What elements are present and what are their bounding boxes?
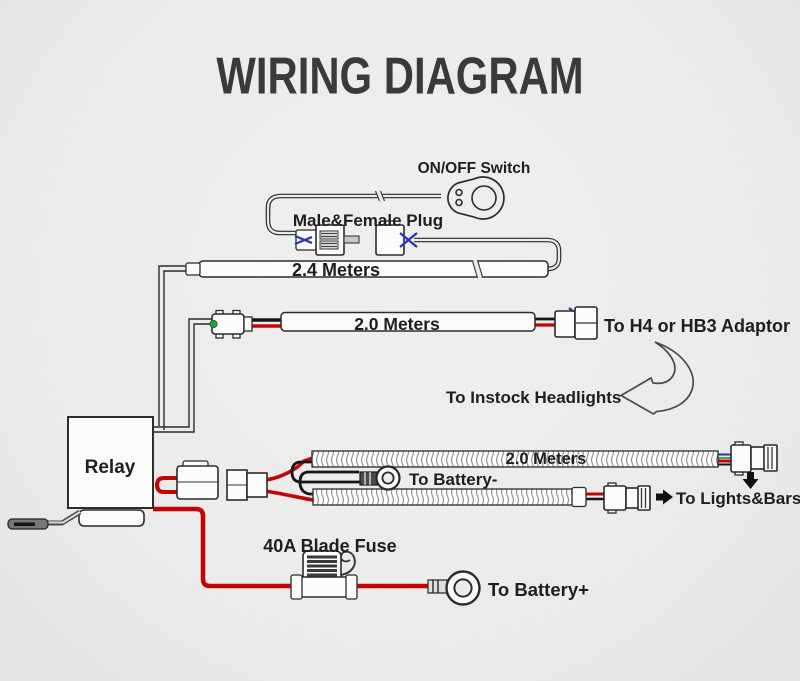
adaptor-wire-length-label: 2.0 Meters	[354, 314, 440, 334]
adaptor-harness-wire-b	[154, 323, 212, 433]
fuse-base-cap-left	[290, 574, 303, 600]
connector-rear	[730, 444, 752, 473]
curved-arrow-left-icon	[619, 341, 695, 416]
arrow-right-icon	[656, 489, 673, 505]
switch-label: ON/OFF Switch	[418, 160, 531, 177]
ring-crimp	[359, 471, 378, 486]
battery-negative-terminal	[359, 465, 401, 491]
switch-harness-wire-a	[158, 265, 188, 426]
fuse-base-cap-right	[345, 574, 358, 600]
diagram-labels: ON/OFF Switch Male&Female Plug 2.4 Meter…	[85, 160, 800, 600]
on-off-switch	[447, 176, 505, 220]
adaptor-harness-wire-a	[154, 318, 212, 428]
page-title: WIRING DIAGRAM	[216, 45, 584, 105]
adaptor-harness-sleeve	[280, 311, 536, 332]
connector-cap-ridges	[640, 488, 647, 508]
switch-harness-wire-b	[163, 270, 188, 430]
switch-loop-wire	[265, 193, 562, 272]
fuse-hook	[339, 550, 356, 576]
ring-terminal-hole	[381, 471, 395, 485]
relay-output-connectors	[176, 460, 268, 501]
connector-cap	[637, 485, 651, 511]
relay-bracket-arm-highlight	[48, 511, 81, 524]
battery-negative-hairpin-2	[298, 470, 359, 496]
h4-connector-rear	[554, 310, 576, 338]
relay-mount-tab	[78, 509, 145, 527]
male-plug-prong-bottom	[319, 240, 339, 250]
fuse-base	[293, 576, 353, 598]
output-wire-length-label: 2.0 Meters	[506, 450, 587, 468]
connector-cap	[763, 444, 778, 472]
switch-harness-sleeve-cap	[185, 262, 201, 276]
switch-pin-top	[455, 188, 463, 197]
connector-rear	[603, 485, 627, 511]
wire-sleeves	[185, 189, 719, 508]
blade-fuse-holder	[290, 550, 358, 600]
plug-label: Male&Female Plug	[293, 211, 443, 230]
relay-feed-wires	[154, 265, 212, 433]
prong-bottom-hatch	[321, 242, 337, 248]
headlight-note-label: To Instock Headlights	[446, 388, 621, 407]
output-bottom-sleeve-cap	[571, 486, 587, 508]
male-female-plug	[294, 220, 418, 256]
fuse-label: 40A Blade Fuse	[263, 536, 396, 556]
adaptor-destination-label: To H4 or HB3 Adaptor	[604, 316, 790, 336]
output-bottom-sleeve	[312, 488, 575, 506]
battery-positive-wire	[153, 506, 430, 589]
battery-negative-hairpin-1	[290, 460, 362, 484]
adaptor-harness-connectors	[209, 306, 598, 340]
red-wire-to-bottom-sleeve	[264, 489, 314, 502]
fuse-cover-ridges	[307, 555, 337, 577]
battery-positive-terminal	[427, 570, 481, 606]
relay-box	[67, 416, 154, 509]
ring-crimp-ridges	[432, 580, 439, 593]
switch-pin-bottom	[455, 198, 463, 207]
battery-negative-label: To Battery-	[409, 470, 497, 489]
adaptor-connector-stub	[243, 316, 253, 332]
prong-top-hatch	[321, 232, 337, 238]
lights-destination-label: To Lights&Bars	[676, 489, 800, 508]
length-break-mark-wire	[374, 189, 386, 203]
relay-jumper-loop	[154, 476, 179, 494]
arrow-down-icon	[742, 472, 759, 489]
switch-button	[471, 185, 497, 211]
female-plug-blue-wires	[399, 232, 418, 248]
lights-connector-bottom	[603, 482, 673, 514]
battery-positive-label: To Battery+	[488, 579, 589, 600]
ring-terminal-hole	[453, 578, 473, 598]
connector-cap-ridges	[767, 447, 773, 469]
relay-label: Relay	[85, 457, 136, 478]
male-plug-blue-wires	[294, 234, 313, 246]
length-break-mark-sleeve	[471, 259, 484, 279]
red-wires	[153, 323, 736, 589]
lights-connector-top	[730, 441, 778, 489]
ring-crimp-ridges	[364, 472, 371, 485]
connector-green-seal	[209, 319, 218, 329]
female-plug-body	[375, 224, 405, 256]
output-top-sleeve	[311, 450, 719, 468]
male-plug-blade	[343, 235, 360, 244]
relay	[7, 416, 154, 530]
output-connector-male-body	[246, 472, 268, 498]
male-plug-prong-top	[319, 230, 339, 240]
relay-bracket-slot	[14, 522, 35, 526]
switch-wire-length-label: 2.4 Meters	[292, 260, 380, 280]
